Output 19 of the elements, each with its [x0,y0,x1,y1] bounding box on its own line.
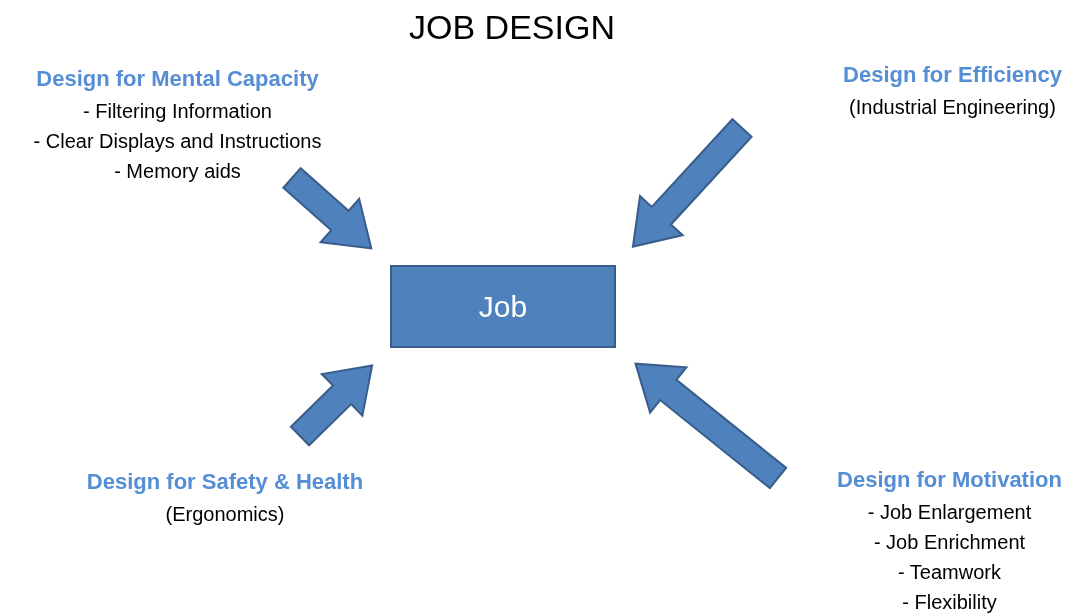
heading: Design for Mental Capacity [36,66,319,91]
bullet-text: - Memory aids [114,160,241,182]
bullet-text: - Clear Displays and Instructions [33,130,322,152]
bullet-text: - Flexibility [902,591,997,613]
process-box: Job [390,265,616,348]
bullet-text: - Job Enlargement [867,501,1032,523]
block-arrow [631,117,753,248]
title: JOB DESIGN [408,8,616,47]
heading: Design for Safety & Health [86,469,364,494]
block-arrow [289,364,374,447]
block-arrow [634,362,788,490]
heading: Design for Efficiency [843,62,1062,87]
bullet-text: (Industrial Engineering) [849,96,1056,118]
heading: Design for Motivation [837,467,1062,492]
bullet-text: - Teamwork [898,561,1001,583]
bullet-text: (Ergonomics) [165,503,285,525]
bullet-text: - Job Enrichment [873,531,1026,553]
block-arrow [281,166,373,250]
bullet-text: - Filtering Information [83,100,272,122]
